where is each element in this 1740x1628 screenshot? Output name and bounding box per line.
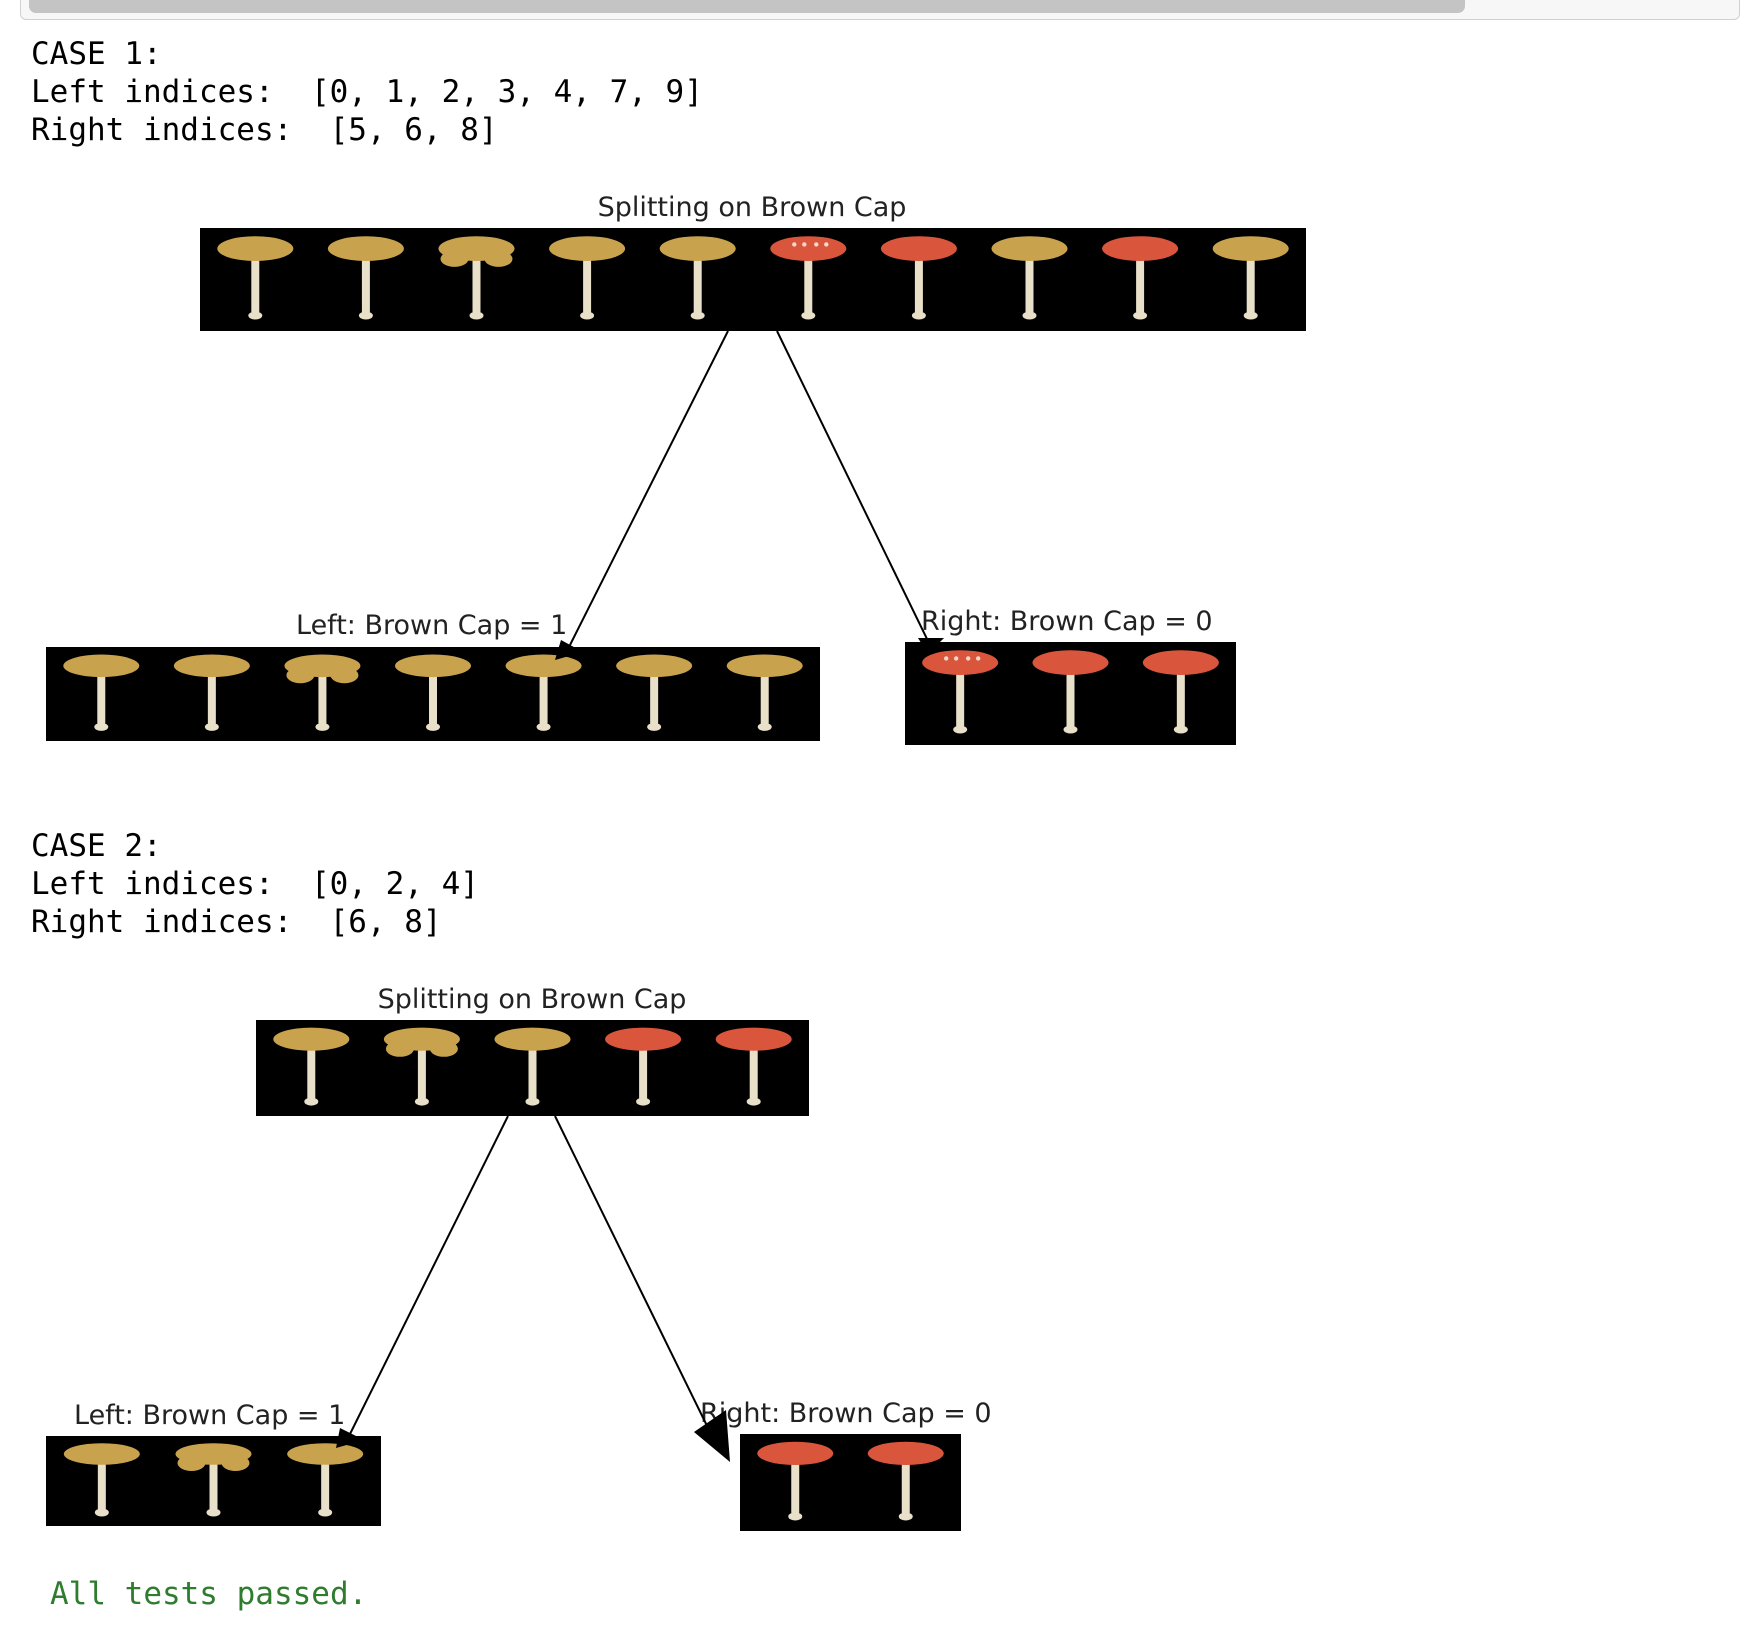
case1-split-figure: Splitting on Brown Cap Left: Brown Cap =…: [46, 192, 1306, 745]
case2-left-arrow: [349, 1115, 509, 1435]
mushroom-thumbnail: [1142, 650, 1219, 734]
case2-root-title: Splitting on Brown Cap: [378, 984, 687, 1015]
mushroom-thumbnail: [438, 236, 515, 320]
case1-left-indices: Left indices: [0, 1, 2, 3, 4, 7, 9]: [31, 74, 703, 110]
mushroom-thumbnail: [505, 654, 582, 731]
mushroom-thumbnail: [494, 1027, 571, 1106]
case2-right-image: [740, 1434, 961, 1531]
case1-root-title: Splitting on Brown Cap: [598, 192, 907, 223]
mushroom-thumbnail: [327, 236, 404, 320]
case1-left-arrow-head: [555, 640, 583, 660]
case1-left-title: Left: Brown Cap = 1: [296, 610, 567, 641]
case2-right-arrow: [554, 1115, 713, 1437]
case2-left-arrow-head: [336, 1428, 364, 1448]
case2-right-title: Right: Brown Cap = 0: [700, 1398, 992, 1429]
case1-header: CASE 1:: [31, 36, 162, 72]
mushroom-thumbnail: [880, 236, 957, 320]
case2-header: CASE 2:: [31, 828, 162, 864]
tests-passed-message: All tests passed.: [50, 1576, 368, 1612]
mushroom-thumbnail: [1032, 650, 1109, 734]
mushroom-thumbnail: [395, 654, 471, 731]
mushroom-thumbnail: [770, 236, 847, 320]
case2-right-indices: Right indices: [6, 8]: [31, 904, 442, 940]
mushroom-thumbnail: [757, 1441, 834, 1521]
mushroom-thumbnail: [605, 1027, 682, 1106]
mushroom-thumbnail: [659, 236, 736, 320]
mushroom-thumbnail: [63, 1443, 140, 1517]
case1-right-arrow-head: [918, 638, 944, 654]
case1-left-arrow: [569, 330, 729, 646]
case1-right-indices: Right indices: [5, 6, 8]: [31, 112, 498, 148]
mushroom-thumbnail: [715, 1027, 792, 1106]
mushroom-thumbnail: [1102, 236, 1179, 320]
scrollbar-thumb[interactable]: [29, 0, 1465, 13]
case2-left-indices: Left indices: [0, 2, 4]: [31, 866, 479, 902]
mushroom-thumbnail: [616, 654, 693, 731]
mushroom-thumbnail: [726, 654, 803, 731]
case1-right-title: Right: Brown Cap = 0: [921, 606, 1213, 637]
case2-left-title: Left: Brown Cap = 1: [74, 1400, 345, 1431]
horizontal-scrollbar[interactable]: [20, 0, 1740, 20]
mushroom-thumbnail: [273, 1027, 350, 1106]
mushroom-thumbnail: [287, 1443, 364, 1517]
mushroom-thumbnail: [383, 1027, 460, 1106]
mushroom-thumbnail: [63, 654, 140, 731]
case2-right-arrow-head: [694, 1410, 730, 1462]
mushroom-thumbnail: [175, 1443, 252, 1517]
mushroom-thumbnail: [284, 654, 361, 731]
mushroom-thumbnail: [549, 236, 626, 320]
mushroom-thumbnail: [1212, 236, 1289, 320]
case2-root-image: [256, 1020, 809, 1116]
mushroom-thumbnail: [867, 1441, 944, 1521]
mushroom-thumbnail: [991, 236, 1068, 320]
mushroom-thumbnail: [173, 654, 250, 731]
case1-root-image: [200, 228, 1306, 331]
case2-left-image: [46, 1436, 381, 1526]
case2-split-figure: Splitting on Brown Cap Left: Brown Cap =…: [46, 984, 992, 1531]
case1-right-image: [905, 642, 1236, 745]
case1-left-image: [46, 647, 820, 741]
mushroom-thumbnail: [217, 236, 294, 320]
case1-right-arrow: [776, 330, 929, 642]
mushroom-thumbnail: [922, 650, 999, 734]
